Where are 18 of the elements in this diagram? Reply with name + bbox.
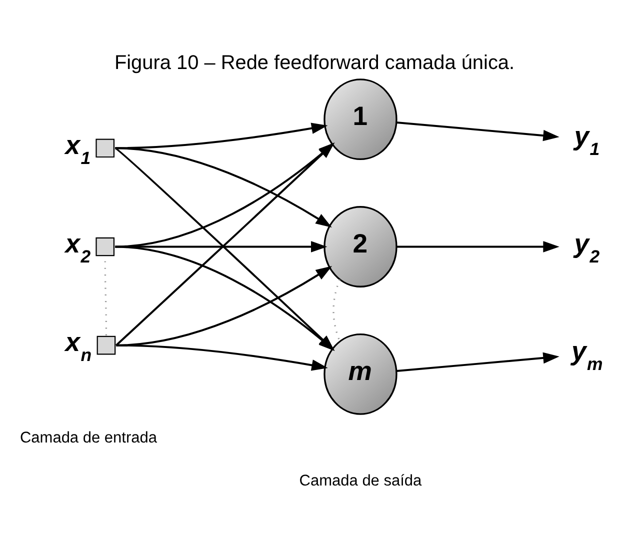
node-text: y$_{1}$ bbox=[574, 120, 600, 159]
node-label: x$_{1}$ bbox=[65, 129, 91, 168]
label: Camada de entrada bbox=[20, 429, 157, 446]
label: Camada de saída bbox=[299, 472, 422, 490]
arrow bbox=[396, 352, 560, 372]
node-label: x$_{n}$ bbox=[65, 326, 92, 365]
arrow bbox=[396, 240, 560, 252]
arrow bbox=[115, 146, 332, 227]
node-label: x$_{2}$ bbox=[65, 228, 91, 266]
connector bbox=[332, 278, 341, 342]
node-circle: 1 bbox=[324, 78, 398, 160]
node-circle: 2 bbox=[324, 206, 398, 287]
diagram-title: Figura 10 – Rede feedforward camada única. bbox=[114, 51, 515, 74]
node-text: y$_{2}$ bbox=[574, 228, 600, 266]
arrow bbox=[116, 344, 328, 370]
node-text: y$_{m}$ bbox=[572, 335, 603, 374]
node-circle: m bbox=[324, 332, 398, 414]
arrow bbox=[396, 120, 560, 141]
